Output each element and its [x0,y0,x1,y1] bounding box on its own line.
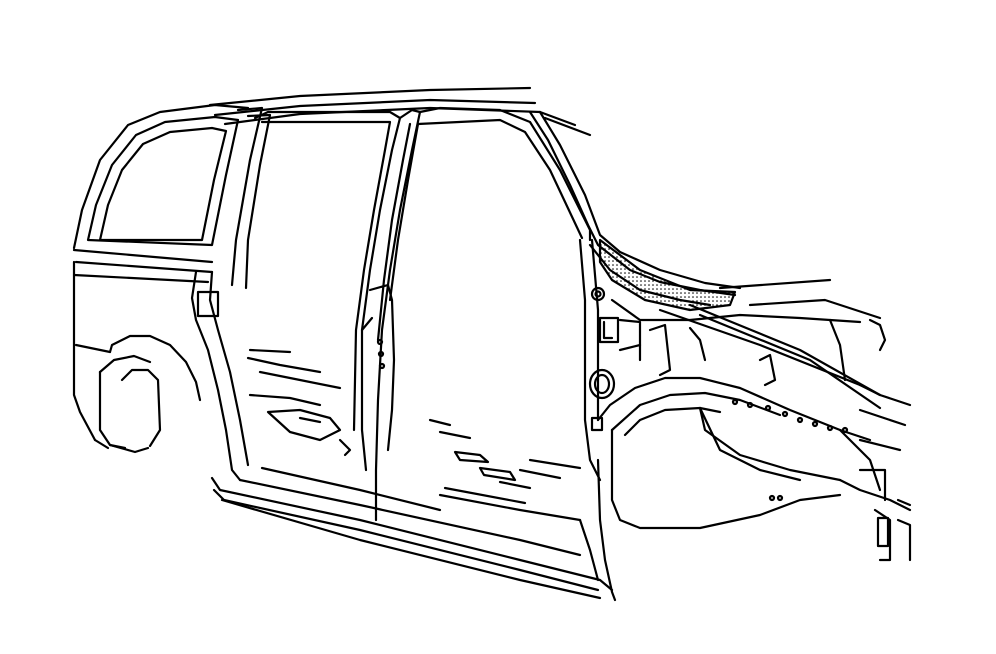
rocker-panel [210,458,617,602]
rear-quarter-window-frame [72,103,250,274]
front-frame-rail [858,383,912,562]
a-pillar-reinforcement-hatched [598,238,737,312]
hinge-pillar [588,286,616,432]
rear-door-opening [253,110,402,472]
cowl-and-fender-apron [598,298,887,410]
c-pillar [190,106,272,482]
front-wheel-arch [596,376,912,530]
b-pillar [360,108,422,522]
floor-pan [246,348,582,490]
rear-quarter-panel [72,260,210,454]
front-door-opening [388,106,592,302]
